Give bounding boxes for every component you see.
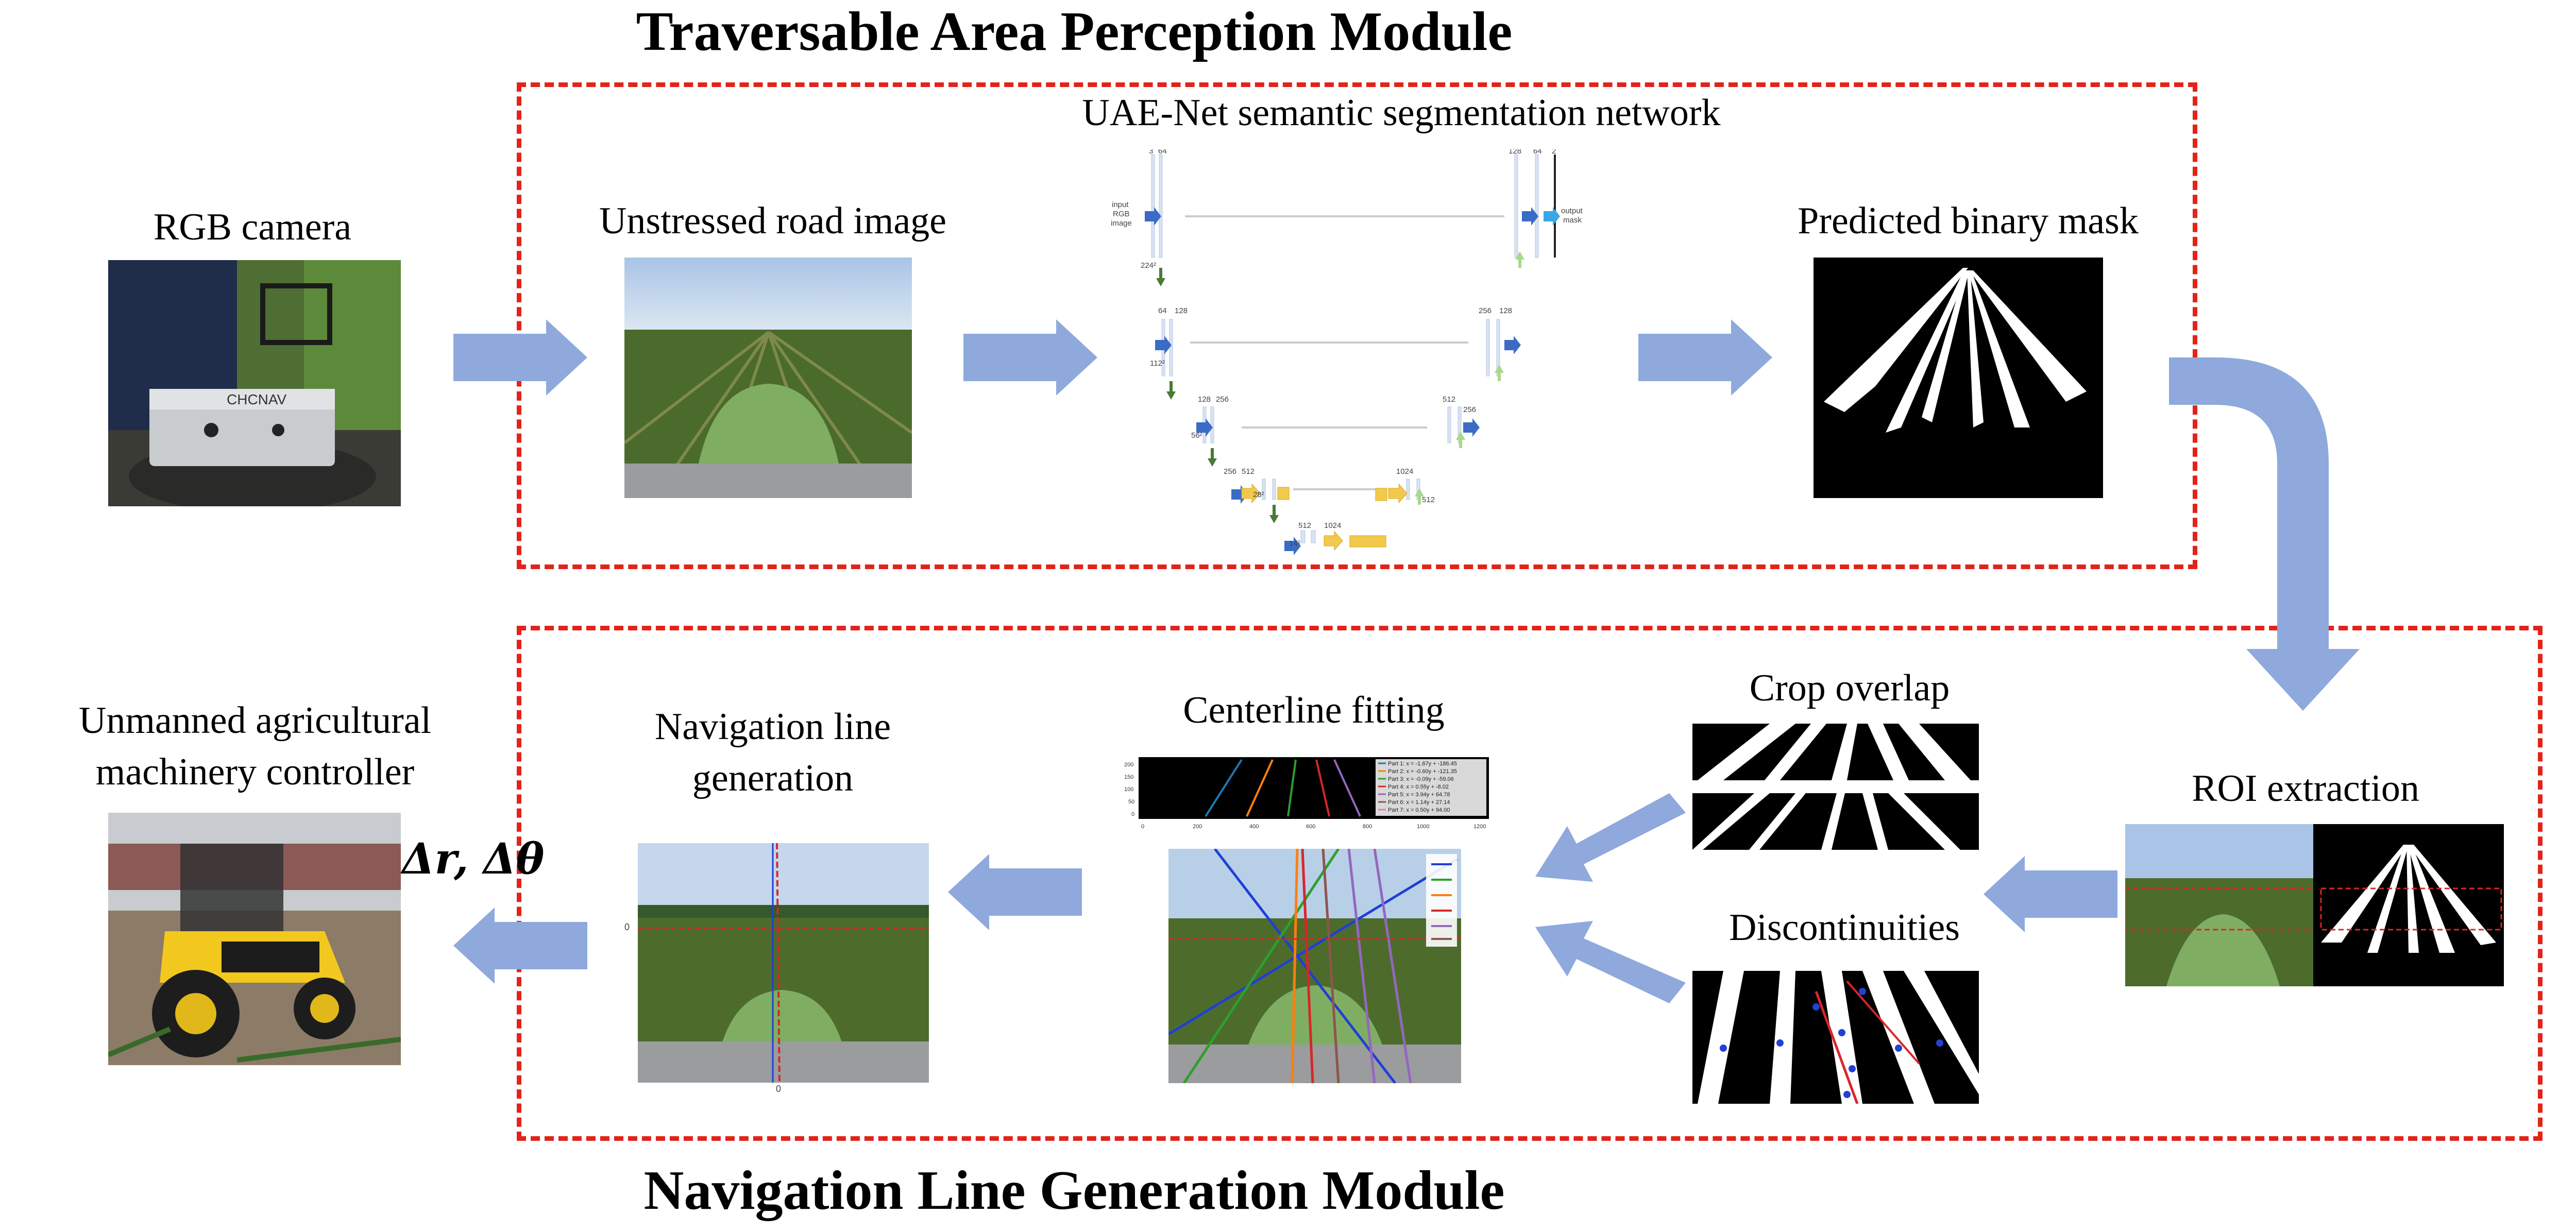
ch-3: 3 bbox=[1149, 149, 1153, 156]
arrow-navline-to-controller bbox=[453, 908, 587, 984]
tractor-photo bbox=[108, 813, 401, 1065]
arrow-network-to-mask bbox=[1638, 319, 1772, 396]
arrow-centerline-to-navline bbox=[948, 854, 1082, 930]
road-image-label: Unstressed road image bbox=[599, 200, 947, 242]
arrow-discontinuities-to-centerline bbox=[1535, 921, 1686, 1003]
arrow-roi-to-processing bbox=[1984, 856, 2117, 932]
nav-line-label-1: Navigation line bbox=[654, 706, 891, 748]
arrow-road-to-network bbox=[963, 319, 1097, 396]
res-56: 56² bbox=[1191, 431, 1202, 440]
legend-part-7: Part 7: x = 0.50y + 94.00 bbox=[1388, 807, 1450, 813]
legend-part-6: Part 6: x = 1.14y + 27.14 bbox=[1388, 799, 1450, 806]
y-tick-0: 0 bbox=[1131, 811, 1134, 817]
input-label-1: input bbox=[1112, 200, 1129, 209]
res-112: 112² bbox=[1150, 359, 1165, 368]
fit-plot: Part 1: x = -1.67y + -186.45 Part 2: x =… bbox=[1118, 752, 1489, 840]
ch-256a: 256 bbox=[1216, 395, 1229, 404]
ch-128a: 128 bbox=[1175, 306, 1188, 315]
x-tick-1200: 1200 bbox=[1473, 824, 1486, 830]
ch-256b: 256 bbox=[1224, 467, 1236, 476]
ch-512c: 512 bbox=[1422, 495, 1435, 504]
ch-128b: 128 bbox=[1198, 395, 1211, 404]
ch-2: 2 bbox=[1552, 149, 1556, 156]
x-tick-200: 200 bbox=[1193, 824, 1202, 830]
navigation-module-box bbox=[517, 626, 2543, 1141]
roi-extraction-image bbox=[2125, 824, 2504, 986]
nav-line-image bbox=[638, 843, 929, 1083]
top-module-title: Traversable Area Perception Module bbox=[636, 1, 1513, 62]
discontinuities-label: Discontinuities bbox=[1728, 906, 1960, 949]
x-tick-400: 400 bbox=[1249, 824, 1259, 830]
legend-part-5: Part 5: x = 3.94y + 64.78 bbox=[1388, 792, 1450, 798]
centerline-fitting-label: Centerline fitting bbox=[1183, 689, 1445, 731]
uae-net-diagram: 3 64 64 128 128 256 256 512 512 1024 102… bbox=[1108, 149, 1633, 561]
arrow-camera-to-road bbox=[453, 319, 587, 396]
ch-1024b: 1024 bbox=[1396, 467, 1413, 476]
y-tick-150: 150 bbox=[1124, 774, 1133, 780]
ch-512b: 512 bbox=[1298, 521, 1311, 530]
output-label-2: mask bbox=[1563, 216, 1582, 225]
output-label-1: output bbox=[1561, 207, 1583, 215]
bottom-module-title: Navigation Line Generation Module bbox=[643, 1160, 1505, 1221]
legend-part-2: Part 2: x = -0.60y + -121.35 bbox=[1388, 768, 1457, 775]
x-tick-1000: 1000 bbox=[1417, 824, 1429, 830]
crop-overlap-label: Crop overlap bbox=[1749, 667, 1950, 709]
res-14: 14² bbox=[1289, 539, 1300, 548]
x-tick-800: 800 bbox=[1363, 824, 1372, 830]
network-title: UAE-Net semantic segmentation network bbox=[1082, 92, 1721, 134]
rgb-camera-photo: CHCNAV bbox=[108, 260, 401, 506]
legend-part-3: Part 3: x = -0.09y + -59.06 bbox=[1388, 776, 1454, 782]
y-tick-200: 200 bbox=[1124, 762, 1133, 768]
arrow-mask-to-roi bbox=[2169, 357, 2360, 711]
rgb-camera-label: RGB camera bbox=[153, 206, 352, 248]
discontinuities-image bbox=[1692, 971, 1979, 1104]
road-image-photo bbox=[624, 258, 912, 498]
controller-label-2: machinery controller bbox=[95, 751, 415, 793]
ch-64a: 64 bbox=[1158, 149, 1167, 156]
ch-256d: 256 bbox=[1479, 306, 1492, 315]
nav-axis-x-label: 0 bbox=[776, 1084, 782, 1094]
y-tick-100: 100 bbox=[1124, 786, 1133, 793]
ch-64c: 64 bbox=[1533, 149, 1542, 156]
x-tick-600: 600 bbox=[1306, 824, 1315, 830]
ch-64b: 64 bbox=[1158, 306, 1167, 315]
binary-mask-image bbox=[1814, 258, 2103, 498]
crop-overlap-image-top bbox=[1692, 724, 1979, 780]
input-label-2: RGB bbox=[1113, 210, 1130, 218]
nav-axis-y-label: 0 bbox=[624, 922, 630, 932]
perception-module-box bbox=[517, 82, 2197, 569]
centerline-fitting-image bbox=[1168, 849, 1461, 1083]
x-tick-0: 0 bbox=[1141, 824, 1144, 830]
binary-mask-label: Predicted binary mask bbox=[1798, 200, 2139, 242]
input-label-3: image bbox=[1111, 219, 1132, 228]
control-output-label: Δr, Δθ bbox=[402, 834, 545, 884]
roi-extraction-label: ROI extraction bbox=[2192, 767, 2419, 810]
ch-1024a: 1024 bbox=[1324, 521, 1341, 530]
crop-overlap-image-bottom bbox=[1692, 793, 1979, 850]
ch-512d: 512 bbox=[1443, 395, 1455, 404]
res-28: 28² bbox=[1253, 490, 1264, 499]
ch-512a: 512 bbox=[1242, 467, 1255, 476]
legend-part-4: Part 4: x = 0.55y + -8.02 bbox=[1388, 784, 1449, 790]
arrow-crop-to-centerline bbox=[1535, 793, 1686, 882]
nav-line-label-2: generation bbox=[692, 757, 854, 799]
ch-128c: 128 bbox=[1499, 306, 1512, 315]
res-224: 224² bbox=[1141, 261, 1156, 270]
controller-label-1: Unmanned agricultural bbox=[78, 699, 432, 742]
y-tick-50: 50 bbox=[1128, 799, 1134, 805]
camera-brand-text: CHCNAV bbox=[227, 391, 286, 407]
legend-part-1: Part 1: x = -1.67y + -186.45 bbox=[1388, 761, 1457, 767]
ch-256c: 256 bbox=[1463, 405, 1476, 414]
ch-128d: 128 bbox=[1509, 149, 1521, 156]
